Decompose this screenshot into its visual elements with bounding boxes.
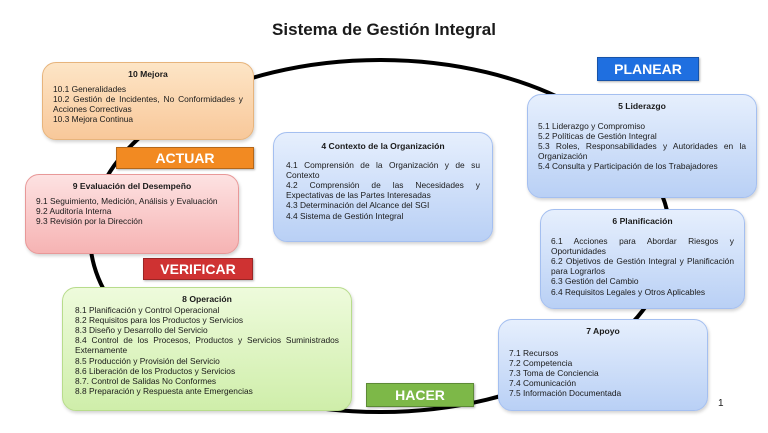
box-title: 7 Apoyo xyxy=(586,326,620,336)
phase-label-planear: PLANEAR xyxy=(597,57,699,81)
box-contexto-organizacion: 4 Contexto de la Organización 4.1 Compre… xyxy=(273,132,493,242)
item: 8.8 Preparación y Respuesta ante Emergen… xyxy=(75,385,253,396)
box-title: 10 Mejora xyxy=(128,69,168,79)
item: 5.2 Políticas de Gestión Integral xyxy=(538,131,657,142)
item: 8.1 Planificación y Control Operacional xyxy=(75,305,220,316)
item: 8.6 Liberación de los Productos y Servic… xyxy=(75,365,236,376)
item: 7.3 Toma de Conciencia xyxy=(509,368,599,379)
item: 10.2 Gestión de Incidentes, No Conformid… xyxy=(53,94,243,115)
box-operacion: 8 Operación 8.1 Planificación y Control … xyxy=(62,287,352,411)
item: 10.3 Mejora Continua xyxy=(53,114,134,125)
box-title: 5 Liderazgo xyxy=(618,101,666,111)
item: 5.3 Roles, Responsabilidades y Autoridad… xyxy=(538,141,746,162)
item: 8.3 Diseño y Desarrollo del Servicio xyxy=(75,325,208,336)
item: 9.2 Auditoría Interna xyxy=(36,206,112,217)
item: 9.1 Seguimiento, Medición, Análisis y Ev… xyxy=(36,196,218,207)
box-liderazgo: 5 Liderazgo 5.1 Liderazgo y Compromiso 5… xyxy=(527,94,757,198)
item: 7.1 Recursos xyxy=(509,348,559,359)
box-planificacion: 6 Planificación 6.1 Acciones para Aborda… xyxy=(540,209,745,309)
box-mejora: 10 Mejora 10.1 Generalidades 10.2 Gestió… xyxy=(42,62,254,140)
item: 8.2 Requisitos para los Productos y Serv… xyxy=(75,315,244,326)
diagram-title: Sistema de Gestión Integral xyxy=(272,20,496,39)
item: 8.5 Producción y Provisión del Servicio xyxy=(75,355,220,366)
item: 7.4 Comunicación xyxy=(509,378,577,389)
item: 7.2 Competencia xyxy=(509,358,573,369)
box-evaluacion-desempeno: 9 Evaluación del Desempeño 9.1 Seguimien… xyxy=(25,174,239,254)
box-title: 6 Planificación xyxy=(612,216,673,226)
phase-label-verificar: VERIFICAR xyxy=(143,258,253,280)
item: 4.3 Determinación del Alcance del SGI xyxy=(286,200,430,211)
item: 5.1 Liderazgo y Compromiso xyxy=(538,121,646,132)
box-title: 8 Operación xyxy=(182,294,232,304)
box-title: 9 Evaluación del Desempeño xyxy=(72,181,192,191)
phase-label-hacer: HACER xyxy=(366,383,474,407)
item: 4.2 Comprensión de las Necesidades y Exp… xyxy=(286,180,480,201)
item: 6.4 Requisitos Legales y Otros Aplicable… xyxy=(551,286,706,297)
item: 6.3 Gestión del Cambio xyxy=(551,276,639,287)
item: 4.1 Comprensión de la Organización y de … xyxy=(286,160,480,181)
phase-label-actuar: ACTUAR xyxy=(116,147,254,169)
item: 9.3 Revisión por la Dirección xyxy=(36,216,143,227)
box-apoyo: 7 Apoyo 7.1 Recursos 7.2 Competencia 7.3… xyxy=(498,319,708,411)
page-number: 1 xyxy=(718,398,724,409)
item: 7.5 Información Documentada xyxy=(509,388,622,399)
item: 4.4 Sistema de Gestión Integral xyxy=(286,210,404,221)
box-title: 4 Contexto de la Organización xyxy=(321,141,445,151)
item: 6.2 Objetivos de Gestión Integral y Plan… xyxy=(551,256,734,277)
item: 5.4 Consulta y Participación de los Trab… xyxy=(538,161,718,172)
item: 10.1 Generalidades xyxy=(53,84,127,95)
item: 8.7. Control de Salidas No Conformes xyxy=(75,375,217,386)
item: 8.4 Control de los Procesos, Productos y… xyxy=(75,335,339,356)
item: 6.1 Acciones para Abordar Riesgos y Opor… xyxy=(551,236,734,257)
